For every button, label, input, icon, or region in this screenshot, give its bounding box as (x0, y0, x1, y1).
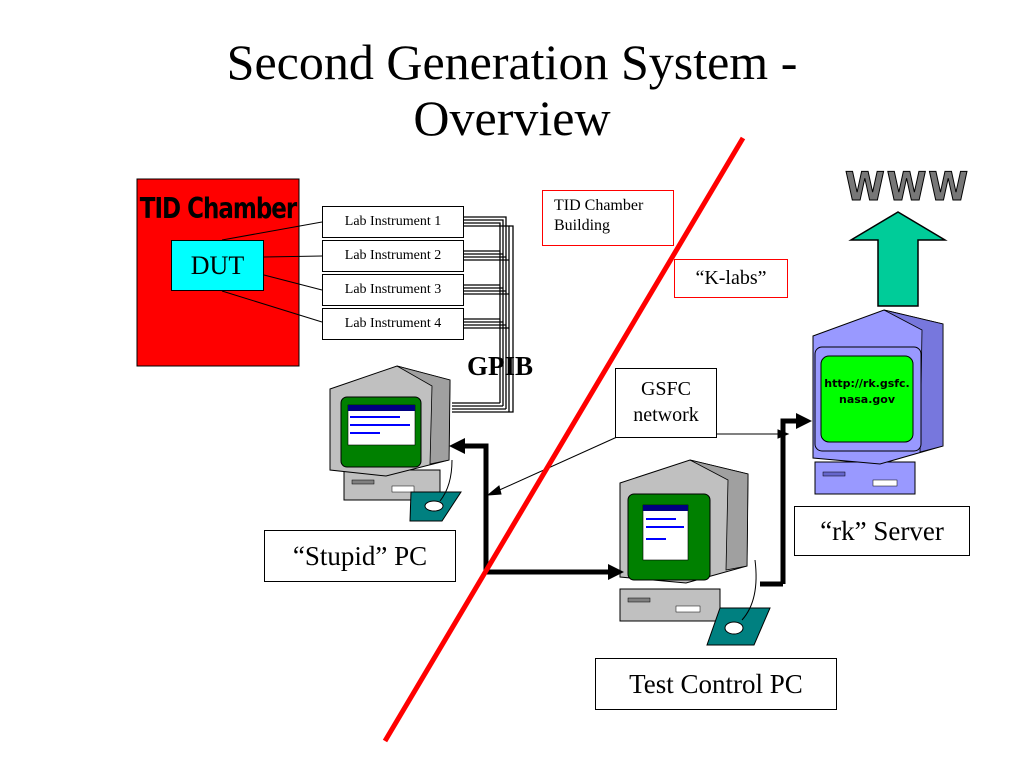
test-pc-icon (619, 459, 771, 646)
stupid-pc-icon (329, 365, 462, 522)
rk-server-label-text: “rk” Server (820, 516, 944, 546)
stupid-pc-label: “Stupid” PC (264, 530, 456, 582)
gsfc-network-label: GSFC network (615, 368, 717, 438)
lab-instrument-1: Lab Instrument 1 (322, 206, 464, 238)
lab-instrument-2: Lab Instrument 2 (322, 240, 464, 272)
title-line-1: Second Generation System - (226, 34, 798, 90)
gpib-label: GPIB (467, 351, 534, 381)
tid-chamber-label: TID Chamber (139, 192, 298, 226)
building-label: TID Chamber Building (542, 190, 674, 246)
lab-instrument-4: Lab Instrument 4 (322, 308, 464, 340)
test-control-pc-label-text: Test Control PC (629, 669, 803, 699)
server-screen-text: http://rk.gsfc. nasa.gov (821, 376, 913, 408)
lab-instrument-3: Lab Instrument 3 (322, 274, 464, 306)
lab-instrument-4-label: Lab Instrument 4 (344, 316, 442, 331)
dut-connections (221, 221, 323, 323)
rk-server-label: “rk” Server (794, 506, 970, 556)
gpib-bus (452, 216, 514, 413)
klabs-label: “K-labs” (674, 259, 788, 298)
server-url-line-2: nasa.gov (838, 393, 895, 406)
network-label-line-2: network (633, 404, 699, 426)
building-divider-line (382, 136, 746, 743)
building-label-line-1: TID Chamber (554, 197, 644, 214)
lab-instrument-1-label: Lab Instrument 1 (344, 214, 442, 229)
rk-server-icon (812, 309, 944, 495)
stupid-pc-label-text: “Stupid” PC (292, 541, 428, 571)
upload-arrow (848, 211, 948, 307)
page-title: Second Generation System - Overview (0, 34, 1024, 146)
www-label: WWW (845, 164, 971, 211)
dut-box: DUT (171, 240, 264, 291)
network-links (463, 418, 800, 587)
lab-instrument-3-label: Lab Instrument 3 (344, 282, 442, 297)
network-label-line-1: GSFC (640, 378, 692, 400)
building-label-line-2: Building (554, 217, 611, 234)
network-arrowheads (449, 413, 812, 580)
dut-label: DUT (190, 251, 245, 280)
title-line-2: Overview (413, 90, 611, 146)
test-control-pc-label: Test Control PC (595, 658, 837, 710)
klabs-label-text: “K-labs” (695, 267, 767, 289)
server-url-line-1: http://rk.gsfc. (824, 377, 910, 390)
lab-instrument-2-label: Lab Instrument 2 (344, 248, 442, 263)
